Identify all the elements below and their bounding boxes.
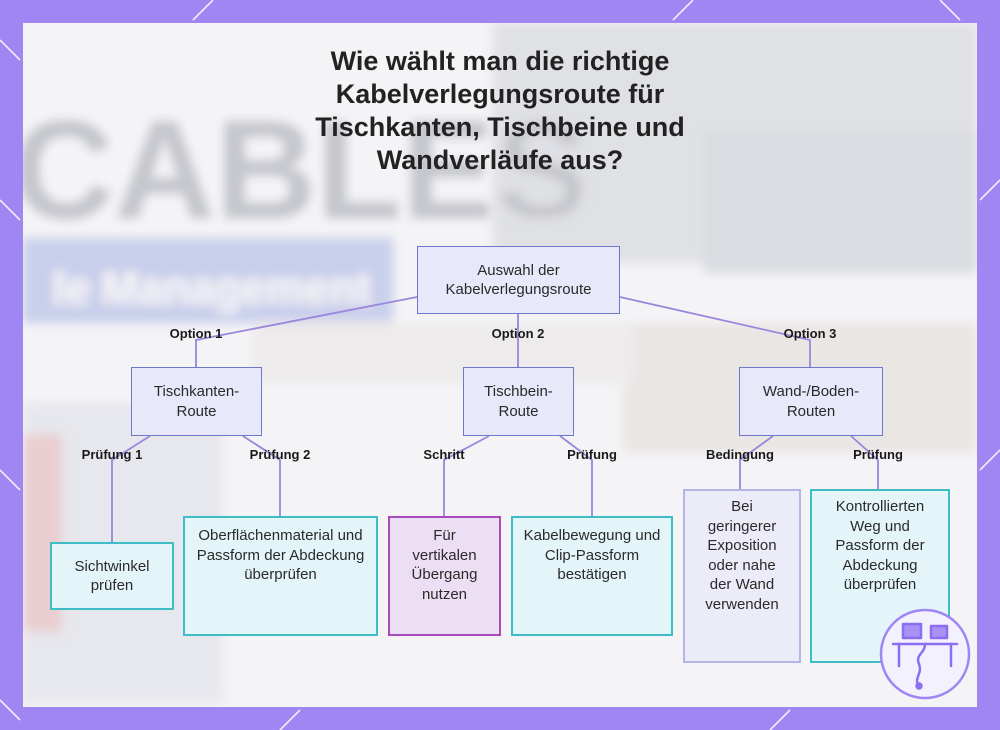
title-line-1: Wie wählt man die richtige: [330, 46, 670, 76]
node-wand-boden-label: Wand-/Boden-Routen: [762, 383, 860, 420]
root-node: Auswahl der Kabelverlegungsroute: [417, 246, 620, 314]
root-label: Auswahl der Kabelverlegungsroute: [445, 261, 592, 299]
leaf-vertikaler-uebergang-text: Für vertikalen Übergang nutzen: [411, 527, 478, 603]
edge-label-option-2: Option 2: [491, 326, 545, 341]
edge-label-option-1: Option 1: [169, 326, 223, 341]
leaf-vertikaler-uebergang: Für vertikalen Übergang nutzen: [388, 516, 501, 636]
edge-label-pruefung-1: Prüfung 1: [81, 447, 143, 462]
leaf-kontrollierter-weg-text: Kontrollierten Weg und Passform der Abde…: [835, 498, 925, 593]
node-tischkanten-label: Tischkanten-Route: [153, 383, 240, 420]
leaf-oberflaechenmaterial-text: Oberflächenmaterial und Passform der Abd…: [196, 527, 365, 583]
leaf-oberflaechenmaterial: Oberflächenmaterial und Passform der Abd…: [183, 516, 378, 636]
background-brand-text: CABLES: [23, 91, 589, 248]
leaf-sichtwinkel: Sichtwinkel prüfen: [50, 542, 174, 610]
node-tischbein-route: Tischbein-Route: [463, 367, 574, 436]
leaf-kabelbewegung-text: Kabelbewegung und Clip-Passform bestätig…: [523, 527, 661, 583]
edge-label-bedingung: Bedingung: [706, 447, 774, 462]
node-tischkanten-route: Tischkanten-Route: [131, 367, 262, 436]
page-title: Wie wählt man die richtige Kabelverlegun…: [0, 45, 1000, 177]
edge-label-pruefung-3: Prüfung: [853, 447, 903, 462]
leaf-sichtwinkel-text: Sichtwinkel prüfen: [74, 557, 150, 595]
leaf-geringere-exposition-text: Bei geringerer Exposition oder nahe der …: [705, 498, 779, 613]
leaf-kabelbewegung: Kabelbewegung und Clip-Passform bestätig…: [511, 516, 673, 636]
background-subtitle-text: le Management: [53, 264, 371, 313]
edge-label-option-3: Option 3: [783, 326, 837, 341]
leaf-geringere-exposition: Bei geringerer Exposition oder nahe der …: [683, 489, 801, 663]
edge-label-pruefung: Prüfung: [567, 447, 617, 462]
edge-label-schritt: Schritt: [423, 447, 465, 462]
title-line-3: Tischkanten, Tischbeine und: [315, 112, 685, 142]
title-line-2: Kabelverlegungsroute für: [335, 79, 665, 109]
title-line-4: Wandverläufe aus?: [376, 145, 624, 175]
edge-label-pruefung-2: Prüfung 2: [249, 447, 311, 462]
node-wand-boden-routen: Wand-/Boden-Routen: [739, 367, 883, 436]
node-tischbein-label: Tischbein-Route: [484, 383, 553, 420]
desk-cable-icon: [879, 608, 971, 700]
